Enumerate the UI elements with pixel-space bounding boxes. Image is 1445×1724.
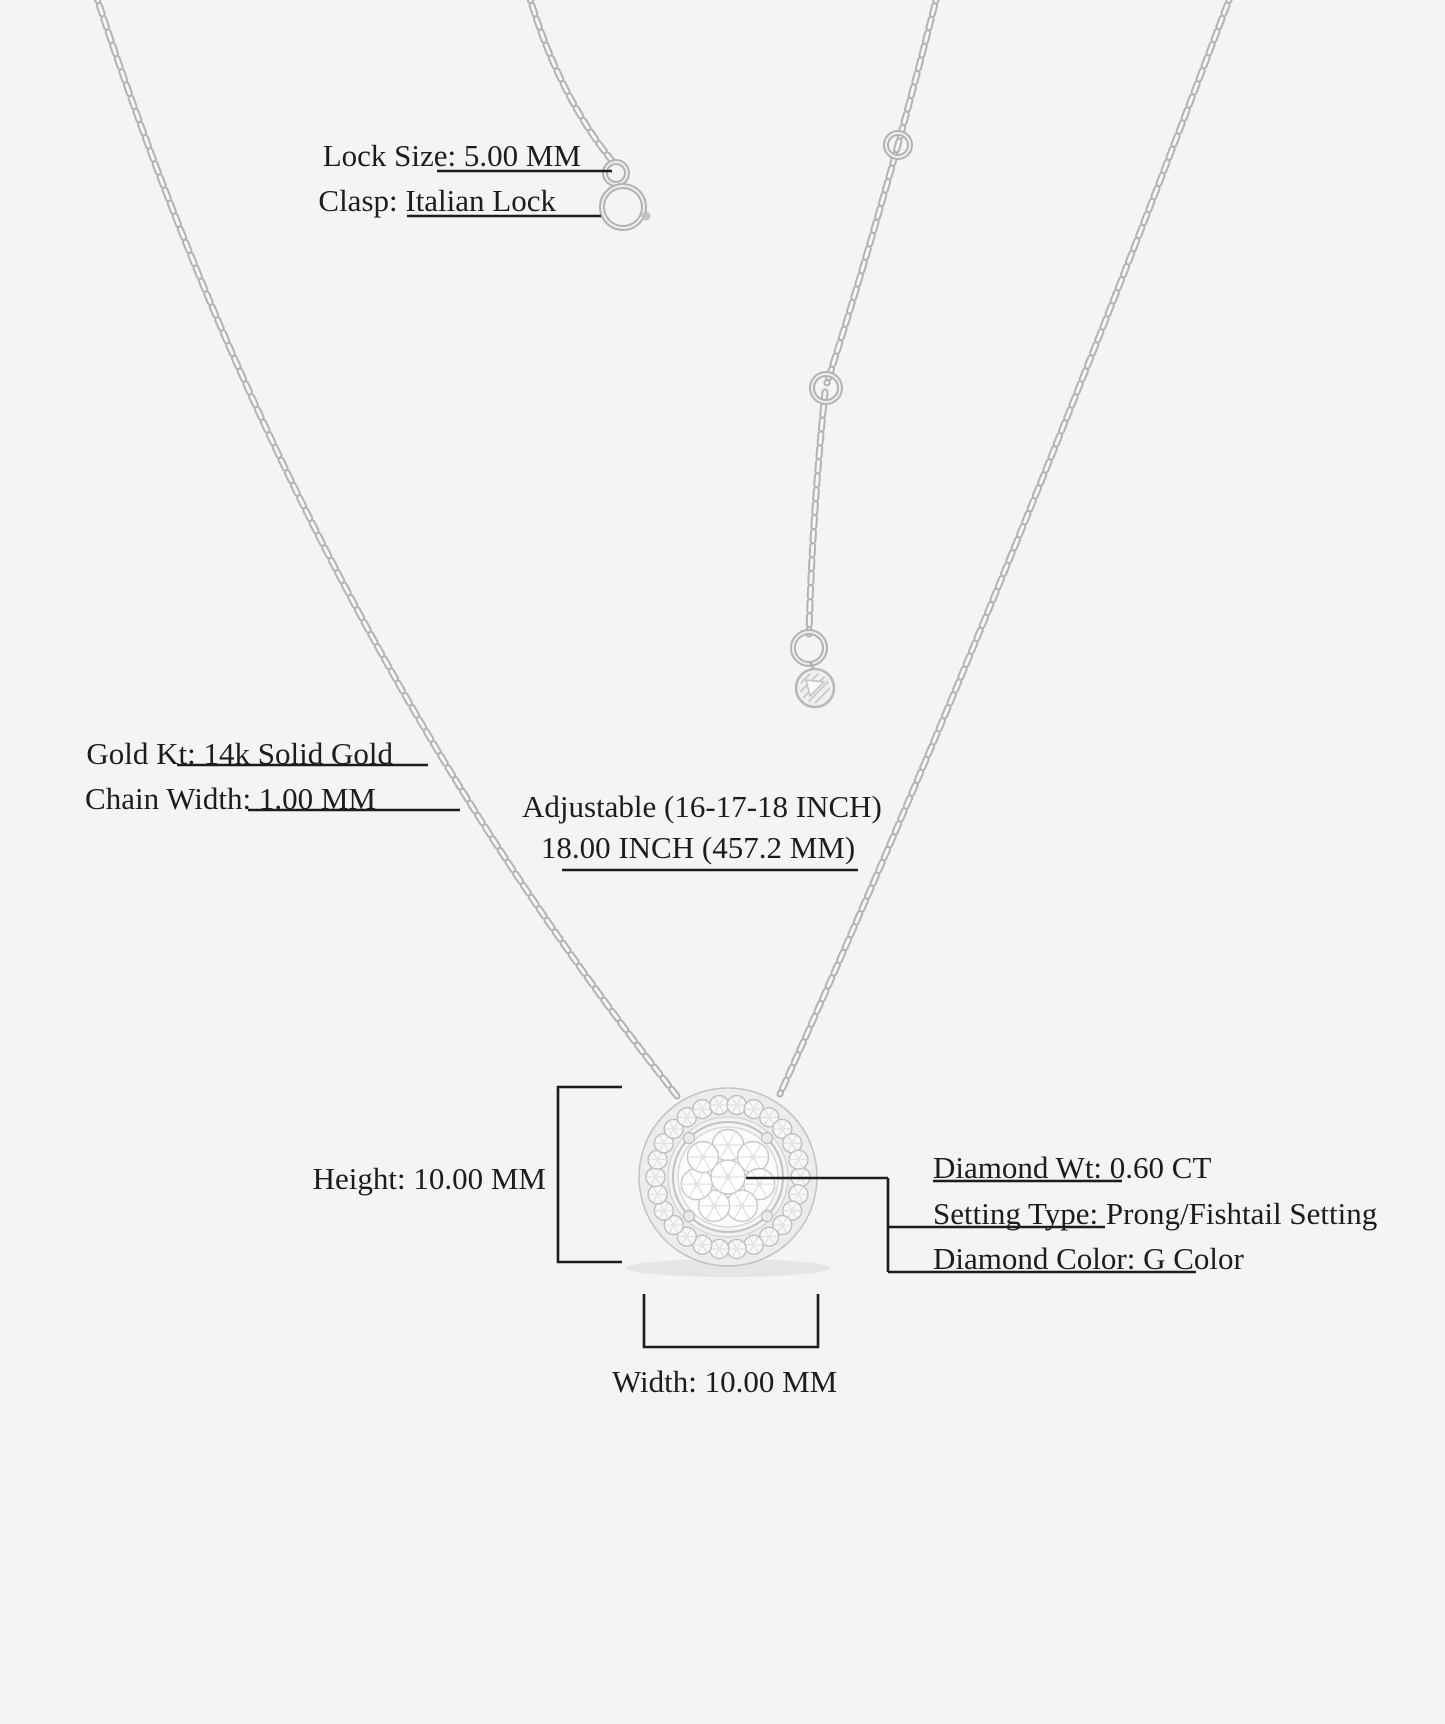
clasp-knob: [641, 211, 651, 221]
extender-ring-upper: [883, 130, 913, 160]
dimension-lines: [177, 169, 1196, 1349]
length-label: Adjustable (16-17-18 INCH) 18.00 INCH (4…: [522, 787, 882, 869]
length-adjustable-line: Adjustable (16-17-18 INCH): [522, 789, 882, 824]
left-chain: [93, 0, 681, 1100]
gold-kt-label: Gold Kt: 14k Solid Gold: [86, 736, 393, 771]
width-label: Width: 10.00 MM: [612, 1364, 838, 1399]
clasp-chain: [526, 0, 617, 166]
diamond-color-label: Diamond Color: G Color: [933, 1241, 1244, 1276]
extender-chain: [805, 0, 940, 638]
setting-type-label: Setting Type: Prong/Fishtail Setting: [933, 1196, 1378, 1231]
bezel-prongs: [682, 1131, 774, 1223]
brand-tag-disc: [794, 661, 836, 709]
height-bracket: [556, 1085, 622, 1264]
pendant: [626, 1087, 830, 1277]
chain-width-label: Chain Width: 1.00 MM: [85, 781, 376, 816]
extender-ring-middle: [809, 371, 843, 405]
width-bracket: [642, 1294, 820, 1349]
height-label: Height: 10.00 MM: [312, 1161, 546, 1196]
lock-size-label: Lock Size: 5.00 MM: [322, 138, 581, 173]
clasp-jump-ring: [602, 159, 630, 187]
diamond-wt-label: Diamond Wt: 0.60 CT: [933, 1150, 1212, 1185]
right-chain: [776, 0, 1233, 1098]
length-inches-line: 18.00 INCH (457.2 MM): [540, 829, 856, 865]
cluster-stones: [680, 1128, 776, 1223]
clasp-label: Clasp: Italian Lock: [318, 183, 556, 218]
halo-stones: [645, 1094, 811, 1260]
pendant-shadow: [626, 1259, 830, 1277]
spring-ring-clasp: [599, 183, 651, 231]
extender-end-ring: [790, 629, 828, 667]
